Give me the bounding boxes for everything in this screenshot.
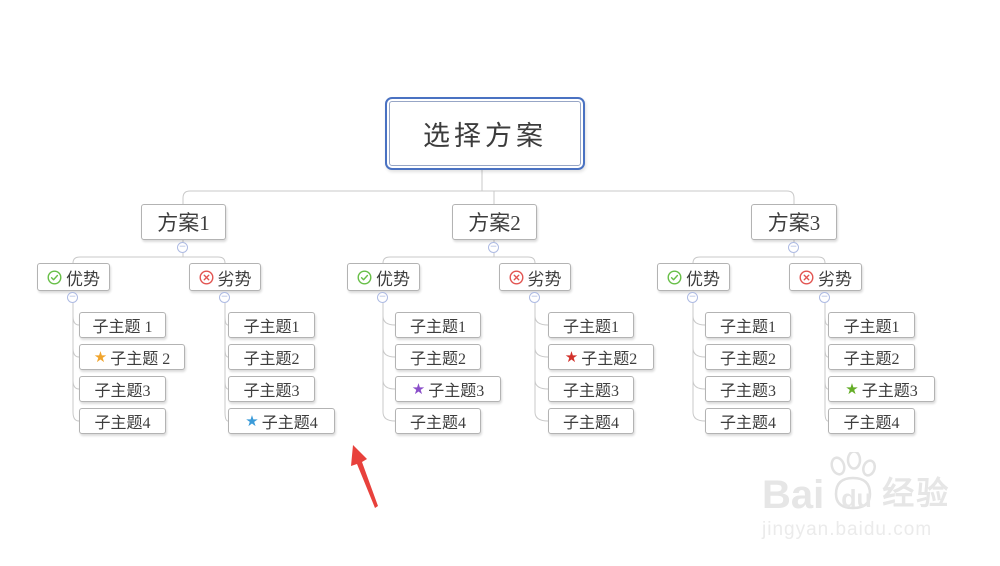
star-icon: ★ — [93, 347, 108, 366]
group-node-disadvantage[interactable]: 劣势 — [499, 263, 571, 291]
subtopic-label: 子主题2 — [581, 351, 638, 368]
watermark-brand-bai: Bai — [762, 473, 825, 517]
subtopic-node[interactable]: 子主题2 — [705, 344, 791, 370]
plan-label: 方案2 — [468, 211, 521, 235]
subtopic-node[interactable]: ★子主题 2 — [79, 344, 185, 370]
baidu-paw-icon: du — [826, 452, 878, 514]
plan-node-2[interactable]: 方案2 — [452, 204, 537, 240]
root-topic[interactable]: 选择方案 — [385, 97, 585, 170]
subtopic-label: 子主题3 — [243, 383, 300, 400]
watermark-brand-du: du — [841, 485, 872, 513]
subtopic-node[interactable]: 子主题1 — [705, 312, 791, 338]
subtopic-node[interactable]: 子主题2 — [828, 344, 915, 370]
cross-circle-icon — [199, 270, 214, 285]
collapse-toggle[interactable]: − — [529, 292, 540, 303]
check-circle-icon — [667, 270, 682, 285]
subtopic-node[interactable]: 子主题1 — [548, 312, 634, 338]
cross-circle-icon — [509, 270, 524, 285]
subtopic-label: 子主题3 — [562, 383, 619, 400]
watermark-url: jingyan.baidu.com — [762, 519, 933, 540]
subtopic-node[interactable]: 子主题2 — [395, 344, 481, 370]
group-node-advantage[interactable]: 优势 — [37, 263, 110, 291]
subtopic-node[interactable]: 子主题4 — [705, 408, 791, 434]
collapse-toggle[interactable]: − — [687, 292, 698, 303]
subtopic-node[interactable]: 子主题 1 — [79, 312, 166, 338]
collapse-toggle[interactable]: − — [819, 292, 830, 303]
subtopic-node[interactable]: 子主题4 — [79, 408, 166, 434]
collapse-toggle[interactable]: − — [219, 292, 230, 303]
subtopic-label: 子主题1 — [719, 319, 776, 336]
plan-node-3[interactable]: 方案3 — [751, 204, 837, 240]
star-icon: ★ — [245, 411, 259, 430]
subtopic-label: 子主题2 — [843, 351, 900, 368]
subtopic-label: 子主题4 — [409, 415, 466, 432]
subtopic-label: 子主题4 — [719, 415, 776, 432]
subtopic-label: 子主题1 — [562, 319, 619, 336]
subtopic-label: 子主题1 — [843, 319, 900, 336]
plan-label: 方案1 — [157, 211, 210, 235]
subtopic-label: 子主题3 — [428, 383, 485, 400]
subtopic-label: 子主题 1 — [92, 319, 153, 336]
check-circle-icon — [47, 270, 62, 285]
subtopic-label: 子主题4 — [843, 415, 900, 432]
star-icon: ★ — [564, 347, 579, 366]
root-topic-inner: 选择方案 — [389, 101, 581, 166]
subtopic-label: 子主题3 — [719, 383, 776, 400]
subtopic-label: 子主题2 — [719, 351, 776, 368]
group-label: 劣势 — [818, 269, 852, 289]
collapse-toggle[interactable]: − — [377, 292, 388, 303]
subtopic-label: 子主题3 — [861, 383, 918, 400]
subtopic-label: 子主题2 — [409, 351, 466, 368]
group-label: 劣势 — [217, 269, 252, 289]
baidu-jingyan-watermark: Bai du 经验 jingyan.baidu.com — [762, 452, 998, 541]
subtopic-label: 子主题1 — [243, 319, 300, 336]
collapse-toggle[interactable]: − — [177, 242, 188, 253]
subtopic-label: 子主题 2 — [110, 351, 171, 368]
subtopic-label: 子主题1 — [409, 319, 466, 336]
group-node-disadvantage[interactable]: 劣势 — [789, 263, 862, 291]
watermark-brand-cn: 经验 — [882, 475, 951, 511]
subtopic-node[interactable]: 子主题4 — [395, 408, 481, 434]
check-circle-icon — [357, 270, 372, 285]
cross-circle-icon — [799, 270, 814, 285]
collapse-toggle[interactable]: − — [788, 242, 799, 253]
group-node-advantage[interactable]: 优势 — [657, 263, 730, 291]
subtopic-node[interactable]: 子主题1 — [828, 312, 915, 338]
subtopic-node[interactable]: 子主题3 — [228, 376, 315, 402]
star-icon: ★ — [845, 379, 859, 398]
subtopic-label: 子主题4 — [562, 415, 619, 432]
subtopic-node[interactable]: ★子主题2 — [548, 344, 654, 370]
subtopic-node[interactable]: 子主题2 — [228, 344, 315, 370]
subtopic-node[interactable]: 子主题1 — [395, 312, 481, 338]
subtopic-label: 子主题3 — [94, 383, 151, 400]
plan-label: 方案3 — [767, 211, 821, 235]
subtopic-node[interactable]: 子主题3 — [705, 376, 791, 402]
subtopic-node[interactable]: 子主题4 — [548, 408, 634, 434]
group-label: 优势 — [686, 269, 720, 289]
group-node-advantage[interactable]: 优势 — [347, 263, 420, 291]
collapse-toggle[interactable]: − — [67, 292, 78, 303]
subtopic-label: 子主题2 — [243, 351, 300, 368]
subtopic-label: 子主题4 — [261, 415, 318, 432]
group-label: 劣势 — [527, 269, 562, 289]
subtopic-node[interactable]: ★子主题3 — [395, 376, 501, 402]
subtopic-node[interactable]: ★子主题4 — [228, 408, 335, 434]
subtopic-node[interactable]: ★子主题3 — [828, 376, 935, 402]
group-node-disadvantage[interactable]: 劣势 — [189, 263, 261, 291]
root-topic-label: 选择方案 — [423, 121, 547, 151]
watermark-logo-row: Bai du 经验 — [762, 452, 998, 517]
subtopic-label: 子主题4 — [94, 415, 151, 432]
group-label: 优势 — [66, 269, 100, 289]
subtopic-node[interactable]: 子主题1 — [228, 312, 315, 338]
subtopic-node[interactable]: 子主题3 — [79, 376, 166, 402]
plan-node-1[interactable]: 方案1 — [141, 204, 226, 240]
collapse-toggle[interactable]: − — [488, 242, 499, 253]
subtopic-node[interactable]: 子主题4 — [828, 408, 915, 434]
group-label: 优势 — [376, 269, 410, 289]
subtopic-node[interactable]: 子主题3 — [548, 376, 634, 402]
star-icon: ★ — [411, 379, 426, 398]
